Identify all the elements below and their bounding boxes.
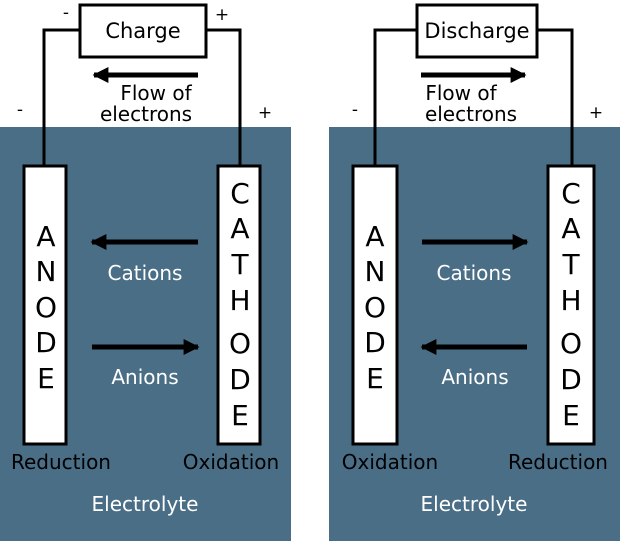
charge-anode-process-label: Reduction bbox=[11, 450, 111, 474]
charge-side-plus-sign: + bbox=[258, 103, 272, 123]
discharge-anode-wire bbox=[373, 28, 417, 166]
charge-cathode-letter: O bbox=[229, 327, 251, 360]
charge-anode-letters: A N O D E bbox=[35, 220, 57, 395]
charge-cathode-letters: C A T H O D E bbox=[229, 177, 251, 432]
charge-cathode-letter: T bbox=[230, 248, 249, 281]
charge-cathode-letter: A bbox=[230, 212, 249, 245]
charge-cations-label: Cations bbox=[108, 261, 183, 285]
charge-anode-letter: A bbox=[36, 220, 55, 253]
discharge-cathode-wire bbox=[537, 28, 574, 166]
charge-cathode-process-label: Oxidation bbox=[183, 450, 279, 474]
charge-cathode-letter: C bbox=[230, 177, 250, 210]
charge-anode-electrode bbox=[22, 164, 68, 446]
charge-anode-letter: E bbox=[37, 362, 55, 395]
discharge-cathode-letter: A bbox=[561, 212, 580, 245]
discharge-panel: Discharge - + Flow of electrons A N O D … bbox=[329, 3, 620, 541]
discharge-mode-box bbox=[415, 3, 539, 59]
discharge-cathode-process-label: Reduction bbox=[508, 450, 608, 474]
discharge-electrolyte-label: Electrolyte bbox=[421, 492, 528, 516]
discharge-anode-process-label: Oxidation bbox=[342, 450, 438, 474]
discharge-cathode-letter: E bbox=[562, 399, 580, 432]
discharge-cathode-letter: T bbox=[561, 248, 580, 281]
discharge-anions-label: Anions bbox=[441, 365, 508, 389]
charge-top-plus-sign: + bbox=[215, 5, 229, 25]
charge-panel: Charge - + - + Flow of electrons A N O D… bbox=[0, 3, 291, 541]
discharge-side-plus-sign: + bbox=[589, 103, 603, 123]
charge-mode-label: Charge bbox=[105, 19, 180, 43]
charge-cathode-letter: H bbox=[229, 284, 250, 317]
discharge-mode-label: Discharge bbox=[424, 19, 529, 43]
charge-cathode-wire bbox=[206, 28, 242, 166]
charge-side-minus-sign: - bbox=[17, 100, 23, 120]
charge-anode-letter: D bbox=[35, 326, 57, 359]
discharge-anode-letters: A N O D E bbox=[364, 220, 386, 395]
discharge-cations-label: Cations bbox=[437, 261, 512, 285]
charge-anode-letter: O bbox=[35, 291, 57, 324]
charge-cathode-electrode bbox=[216, 164, 262, 446]
discharge-cathode-letter: O bbox=[560, 327, 582, 360]
charge-electrolyte-label: Electrolyte bbox=[92, 492, 199, 516]
charge-flow-label-line2: electrons bbox=[100, 102, 192, 126]
discharge-cathode-letter: C bbox=[561, 177, 581, 210]
charge-flow-label-line1: Flow of bbox=[120, 81, 192, 105]
discharge-cathode-letters: C A T H O D E bbox=[560, 177, 582, 432]
discharge-cathode-letter: D bbox=[560, 363, 582, 396]
discharge-side-minus-sign: - bbox=[352, 100, 358, 120]
charge-cathode-letter: E bbox=[231, 399, 249, 432]
discharge-anode-letter: E bbox=[366, 362, 384, 395]
charge-cathode-letter: D bbox=[229, 363, 251, 396]
discharge-anode-letter: O bbox=[364, 291, 386, 324]
discharge-anode-letter: D bbox=[364, 326, 386, 359]
charge-mode-box bbox=[78, 3, 208, 59]
charge-anode-letter: N bbox=[36, 255, 57, 288]
charge-anode-wire bbox=[42, 28, 80, 166]
charge-top-minus-sign: - bbox=[63, 3, 69, 23]
discharge-flow-label-line2: electrons bbox=[425, 102, 517, 126]
discharge-anode-electrode bbox=[351, 164, 399, 446]
discharge-anode-letter: A bbox=[365, 220, 384, 253]
discharge-cathode-letter: H bbox=[560, 284, 581, 317]
discharge-anode-letter: N bbox=[365, 255, 386, 288]
discharge-flow-label-line1: Flow of bbox=[425, 81, 497, 105]
charge-anions-label: Anions bbox=[111, 365, 178, 389]
discharge-cathode-electrode bbox=[546, 164, 596, 446]
